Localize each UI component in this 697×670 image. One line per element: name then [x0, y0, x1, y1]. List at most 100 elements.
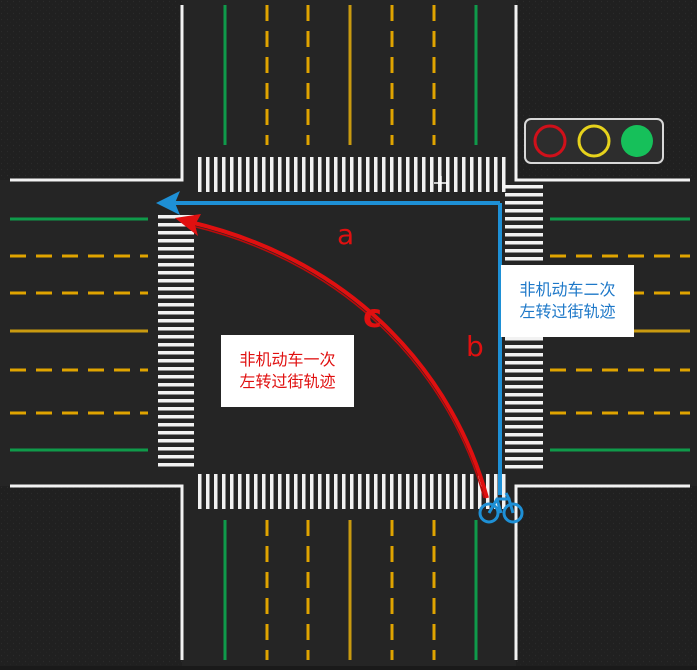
crosswalk-stripe	[505, 393, 543, 397]
crosswalk-stripe	[454, 157, 458, 192]
crosswalk-stripe	[222, 474, 226, 509]
crosswalk-stripe	[414, 157, 418, 192]
crosswalk-stripe	[158, 423, 194, 427]
crosswalk-stripe	[505, 209, 543, 213]
crosswalk-stripe	[318, 474, 322, 509]
crosswalk-stripe	[505, 457, 543, 461]
crosswalk-stripe	[334, 157, 338, 192]
crosswalk-stripe	[278, 157, 282, 192]
crosswalk-stripe	[246, 474, 250, 509]
path-c-arrowhead	[175, 214, 201, 236]
crosswalk-stripe	[505, 193, 543, 197]
crosswalk-stripe	[505, 337, 543, 341]
crosswalk-stripe	[214, 474, 218, 509]
two-step-label-line1: 非机动车二次	[519, 280, 616, 299]
crosswalk-stripe	[158, 335, 194, 339]
crosswalk-stripe	[158, 431, 194, 435]
path-b-label: b	[466, 330, 484, 363]
crosswalk-stripe	[382, 157, 386, 192]
crosswalk-stripe	[286, 157, 290, 192]
crosswalk-stripe	[505, 425, 543, 429]
crosswalk-stripe	[390, 474, 394, 509]
crosswalk-stripe	[505, 441, 543, 445]
crosswalk-stripe	[486, 474, 490, 509]
one-step-label-line1: 非机动车一次	[239, 350, 336, 369]
crosswalk-stripe	[494, 157, 498, 192]
path-c-curve	[189, 220, 489, 499]
crosswalk-stripe	[158, 327, 194, 331]
crosswalk-stripe	[505, 369, 543, 373]
crosswalk-stripe	[310, 157, 314, 192]
crosswalk-stripe	[294, 157, 298, 192]
crosswalk-stripe	[358, 474, 362, 509]
bicycle-icon	[478, 492, 524, 524]
crosswalk-stripe	[486, 157, 490, 192]
crosswalk-stripe	[326, 157, 330, 192]
crosswalk-stripe	[382, 474, 386, 509]
crosswalk-stripe	[302, 157, 306, 192]
crosswalk-stripe	[502, 157, 506, 192]
crosswalk-stripe	[262, 474, 266, 509]
crosswalk-stripe	[286, 474, 290, 509]
crosswalk-stripe	[230, 157, 234, 192]
crosswalk-stripe	[470, 157, 474, 192]
crosswalk-stripe	[505, 353, 543, 357]
crosswalk-stripe	[158, 303, 194, 307]
crosswalk-stripe	[462, 474, 466, 509]
south-lane-markings	[223, 520, 478, 660]
crosswalk-stripe	[158, 367, 194, 371]
crosswalk-stripe	[326, 474, 330, 509]
crosswalk-stripe	[406, 157, 410, 192]
crosswalk-stripe	[270, 474, 274, 509]
crosswalk-stripe	[422, 157, 426, 192]
crosswalk-stripe	[158, 359, 194, 363]
crosswalk-stripe	[505, 217, 543, 221]
crosswalk-stripe	[198, 474, 202, 509]
crosswalk-stripe	[158, 239, 194, 243]
crosswalk-stripe	[390, 157, 394, 192]
crosswalk-stripe	[318, 157, 322, 192]
one-step-label-line2: 左转过街轨迹	[239, 372, 336, 391]
north-lane-markings	[223, 5, 478, 145]
crosswalk-stripe	[374, 474, 378, 509]
crosswalk-stripe	[366, 474, 370, 509]
crosswalk-stripe	[158, 271, 194, 275]
crosswalk-stripe	[158, 295, 194, 299]
crosswalk-stripe	[158, 319, 194, 323]
crosswalk-stripe	[398, 157, 402, 192]
crosshair-cursor-icon	[434, 176, 448, 190]
traffic-light	[524, 118, 664, 164]
crosswalk-stripe	[446, 474, 450, 509]
crosswalk-stripe	[198, 157, 202, 192]
crosswalk-stripe	[342, 157, 346, 192]
crosswalk-stripe	[505, 249, 543, 253]
path-c-shadow	[191, 225, 485, 499]
crosswalk-stripe	[494, 474, 498, 509]
yellow-lamp	[577, 124, 611, 158]
crosswalk-stripe	[505, 465, 543, 469]
crosswalk-stripe	[505, 433, 543, 437]
crosswalk-stripe	[505, 377, 543, 381]
east-lane-markings	[550, 217, 690, 452]
crosswalk-stripe	[446, 157, 450, 192]
crosswalk-stripe	[158, 455, 194, 459]
crosswalk-stripe	[158, 255, 194, 259]
crosswalk-stripe	[478, 157, 482, 192]
crosswalk-stripe	[158, 383, 194, 387]
crosswalk-stripe	[222, 157, 226, 192]
crosswalk-stripe	[238, 157, 242, 192]
crosswalk-stripe	[478, 474, 482, 509]
crosswalk-stripe	[334, 474, 338, 509]
crosswalk-stripe	[422, 474, 426, 509]
crosswalk-stripe	[158, 287, 194, 291]
crosswalk-stripe	[158, 263, 194, 267]
crosswalk-stripe	[374, 157, 378, 192]
curb-lines	[10, 5, 690, 660]
west-lane-markings	[10, 217, 148, 452]
crosswalk-stripe	[158, 447, 194, 451]
crosswalk-stripe	[358, 157, 362, 192]
crosswalk-stripe	[505, 449, 543, 453]
path-a-arrowhead	[156, 191, 180, 215]
crosswalk-stripe	[158, 311, 194, 315]
crosswalk-stripe	[462, 157, 466, 192]
